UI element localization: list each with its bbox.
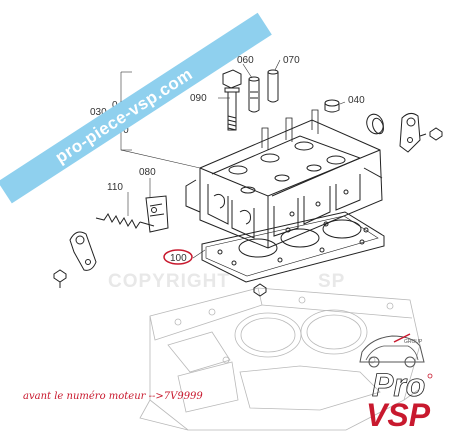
head-gasket [201, 211, 385, 283]
small-bolt [253, 283, 267, 297]
logo-line-2: VSP [366, 397, 431, 433]
banner-text: pro-piece-vsp.com [52, 64, 196, 167]
website-banner: pro-piece-vsp.com [0, 12, 272, 204]
engine-number-note: avant le numéro moteur -->7V9999 [23, 391, 203, 402]
logo-line-1: Pro [372, 367, 425, 403]
engine-block [139, 287, 421, 431]
label-080: 080 [139, 167, 156, 178]
provsp-logo: GROUP Pro VSP [359, 333, 433, 433]
logo-group-text: GROUP [404, 339, 423, 345]
spring-assembly [95, 195, 169, 233]
copyright-watermark: COPYRIGHT [108, 271, 230, 292]
label-060: 060 [237, 55, 254, 66]
cylinder-head [185, 119, 383, 249]
highlight-ring-100 [163, 249, 193, 265]
head-studs [261, 109, 319, 150]
label-070: 070 [283, 55, 300, 66]
valve-guide [267, 69, 279, 103]
core-plug [324, 99, 384, 135]
lifting-bracket-right [399, 112, 443, 153]
valve-seal [248, 76, 260, 113]
label-100: 100 [170, 253, 187, 264]
label-040: 040 [348, 95, 365, 106]
copyright-watermark-suffix: SP [318, 271, 345, 292]
label-090: 090 [190, 93, 207, 104]
label-030: 030 [90, 107, 107, 118]
lifting-bracket-left [53, 231, 97, 288]
label-110: 110 [107, 182, 123, 193]
head-bolt [222, 69, 242, 131]
leader-lines [120, 59, 346, 259]
